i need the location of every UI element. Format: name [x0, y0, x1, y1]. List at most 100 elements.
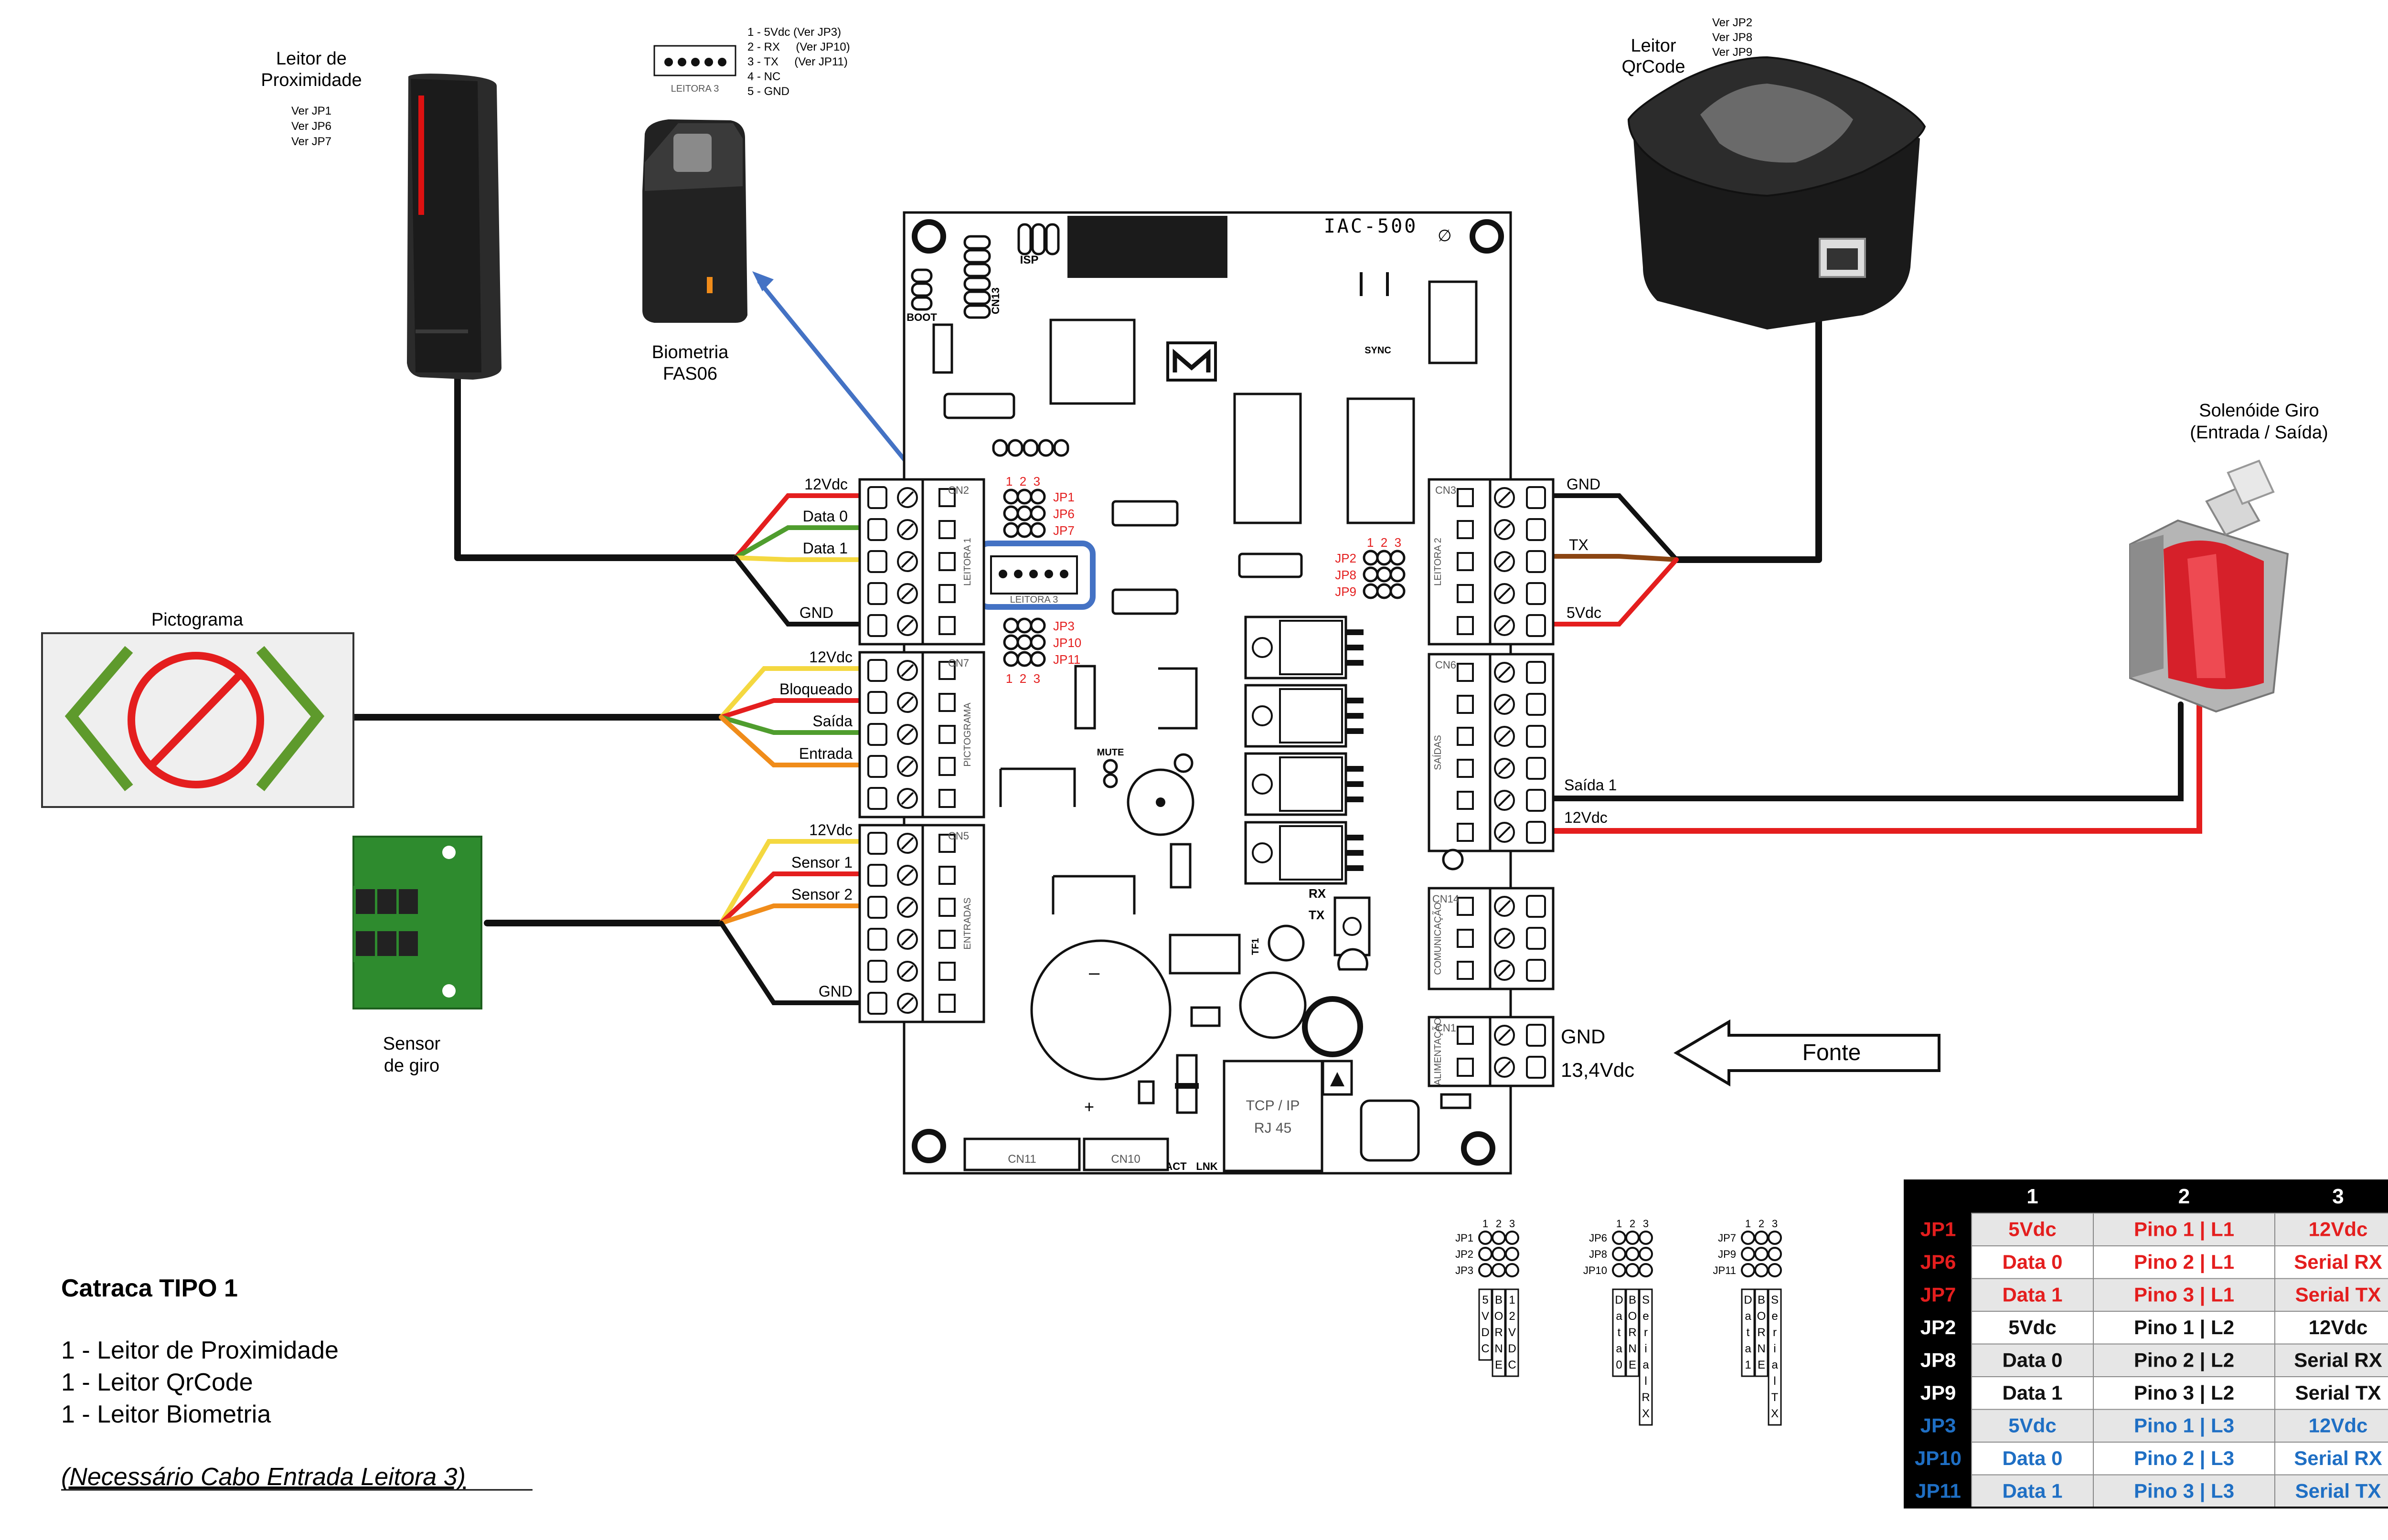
terminal-block: [858, 824, 924, 1023]
jd-pin: [1754, 1231, 1769, 1245]
terminal-slot: [867, 928, 887, 951]
cn3-connector-name: CN3: [1435, 484, 1456, 496]
terminal-slot: [1526, 895, 1546, 918]
qrcode-title-l2: QrCode: [1621, 57, 1685, 77]
board-ic-main: [1049, 319, 1136, 405]
connector-pin: [938, 616, 956, 635]
sensor-element: [399, 931, 418, 956]
jd-col-num: 1: [1482, 1218, 1488, 1230]
connector-pin: [1457, 1026, 1474, 1045]
wire-cn2-12vdc: [733, 493, 862, 560]
terminal-screw-slot: [1498, 619, 1511, 632]
jd-row-label: JP9: [1718, 1248, 1736, 1260]
pin-dot: [718, 58, 726, 66]
cn5-wire-sensor1: Sensor 1: [791, 854, 853, 871]
terminal-slot: [1526, 661, 1546, 684]
qrcode-ver-jp2: Ver JP2: [1712, 16, 1752, 29]
terminal-screw-slot: [1498, 900, 1511, 913]
terminal-slot: [867, 864, 887, 887]
board-small-circle: [1442, 849, 1464, 871]
table-cell: Pino 1 | L2: [2134, 1316, 2234, 1339]
board-capacitor: [1239, 971, 1307, 1039]
connector-pin: [1457, 695, 1474, 714]
cn2-wire-data0: Data 0: [803, 508, 848, 525]
mute-header: [1103, 759, 1118, 788]
terminal-screw-slot: [901, 664, 914, 677]
table-row-bg: [1971, 1212, 2388, 1246]
terminal-slot: [1526, 927, 1546, 950]
board-crystal: [943, 393, 1015, 419]
rj45-connector: [1223, 1060, 1323, 1172]
terminal-screw-slot: [1498, 491, 1511, 504]
terminal-screw-slot: [1498, 523, 1511, 536]
relay-1: [1233, 393, 1302, 524]
table-row-bg: [1971, 1376, 2388, 1410]
terminal-slot: [867, 659, 887, 682]
connector-pin: [938, 757, 956, 776]
qrcode-reader: Leitor QrCode Ver JP2 Ver JP8 Ver JP9: [1621, 16, 1926, 329]
jd-col-box: [1741, 1288, 1755, 1377]
terminal-screw-slot: [901, 760, 914, 773]
jd-pin: [1741, 1263, 1755, 1277]
solenoid-title-l2: (Entrada / Saída): [2190, 423, 2328, 443]
cn1-connector-side-label: ALIMENTAÇÃO: [1432, 1018, 1443, 1085]
terminal-screw-slot: [1498, 964, 1511, 977]
table-cell: Serial RX: [2294, 1447, 2382, 1469]
board-part: [1158, 667, 1198, 730]
terminal-screw-slot: [1498, 932, 1511, 945]
table-cell: Data 0: [2002, 1251, 2062, 1273]
cn13-label: CN13: [990, 287, 1002, 314]
wire-cn7-12vdc: [719, 666, 862, 720]
jp10-label: JP10: [1053, 636, 1081, 650]
jd-pin: [1492, 1263, 1506, 1277]
sensor-title-l1: Sensor: [383, 1034, 441, 1054]
jd-col-box: [1754, 1288, 1769, 1377]
proximity-ver-jp1: Ver JP1: [291, 105, 331, 117]
jd-pin: [1754, 1247, 1769, 1261]
mounting-hole: [442, 846, 456, 859]
cn7-connector-name: CN7: [948, 657, 969, 669]
jd-pin: [1768, 1263, 1782, 1277]
rx-label: RX: [1309, 886, 1326, 901]
terminal-screw-slot: [901, 997, 914, 1010]
terminal-slot: [1526, 821, 1546, 844]
connector-pin: [938, 898, 956, 917]
table-cell: Pino 3 | L2: [2134, 1381, 2234, 1404]
jd-col-box: [1639, 1288, 1653, 1426]
table-row-bg: [1971, 1474, 2388, 1508]
cn2-connector-side-label: LEITORA 1: [962, 538, 973, 586]
jd-pin: [1612, 1247, 1626, 1261]
catraca-info: Catraca TIPO 1 1 - Leitor de Proximidade…: [61, 1274, 533, 1491]
terminal-screw-slot: [1498, 1061, 1511, 1074]
table-cell: Pino 1 | L3: [2134, 1414, 2234, 1437]
table-cell: Data 1: [2002, 1381, 2062, 1404]
connector-pin: [1457, 552, 1474, 571]
buzzer-center: [1156, 797, 1165, 807]
jd-pin: [1478, 1231, 1492, 1245]
fonte-label: Fonte: [1802, 1040, 1861, 1065]
wire-cn3-5vdc: [1550, 557, 1679, 627]
terminal-slot: [1526, 582, 1546, 605]
wire-cn5-12vdc: [719, 839, 862, 925]
leitora3-board-label: LEITORA 3: [1010, 595, 1058, 605]
pin-dot: [1045, 570, 1053, 578]
wire-labels: 12Vdc Data 0 Data 1 GND 12Vdc Bloqueado …: [779, 476, 1634, 1081]
table-jp-cell: JP7: [1920, 1284, 1956, 1306]
catraca-title: Catraca TIPO 1: [61, 1274, 238, 1302]
table-cell: Pino 2 | L1: [2134, 1251, 2234, 1274]
table-row-bg: [1971, 1311, 2388, 1345]
sensor-element: [356, 889, 375, 914]
board-mounting-hole: [1470, 219, 1504, 254]
